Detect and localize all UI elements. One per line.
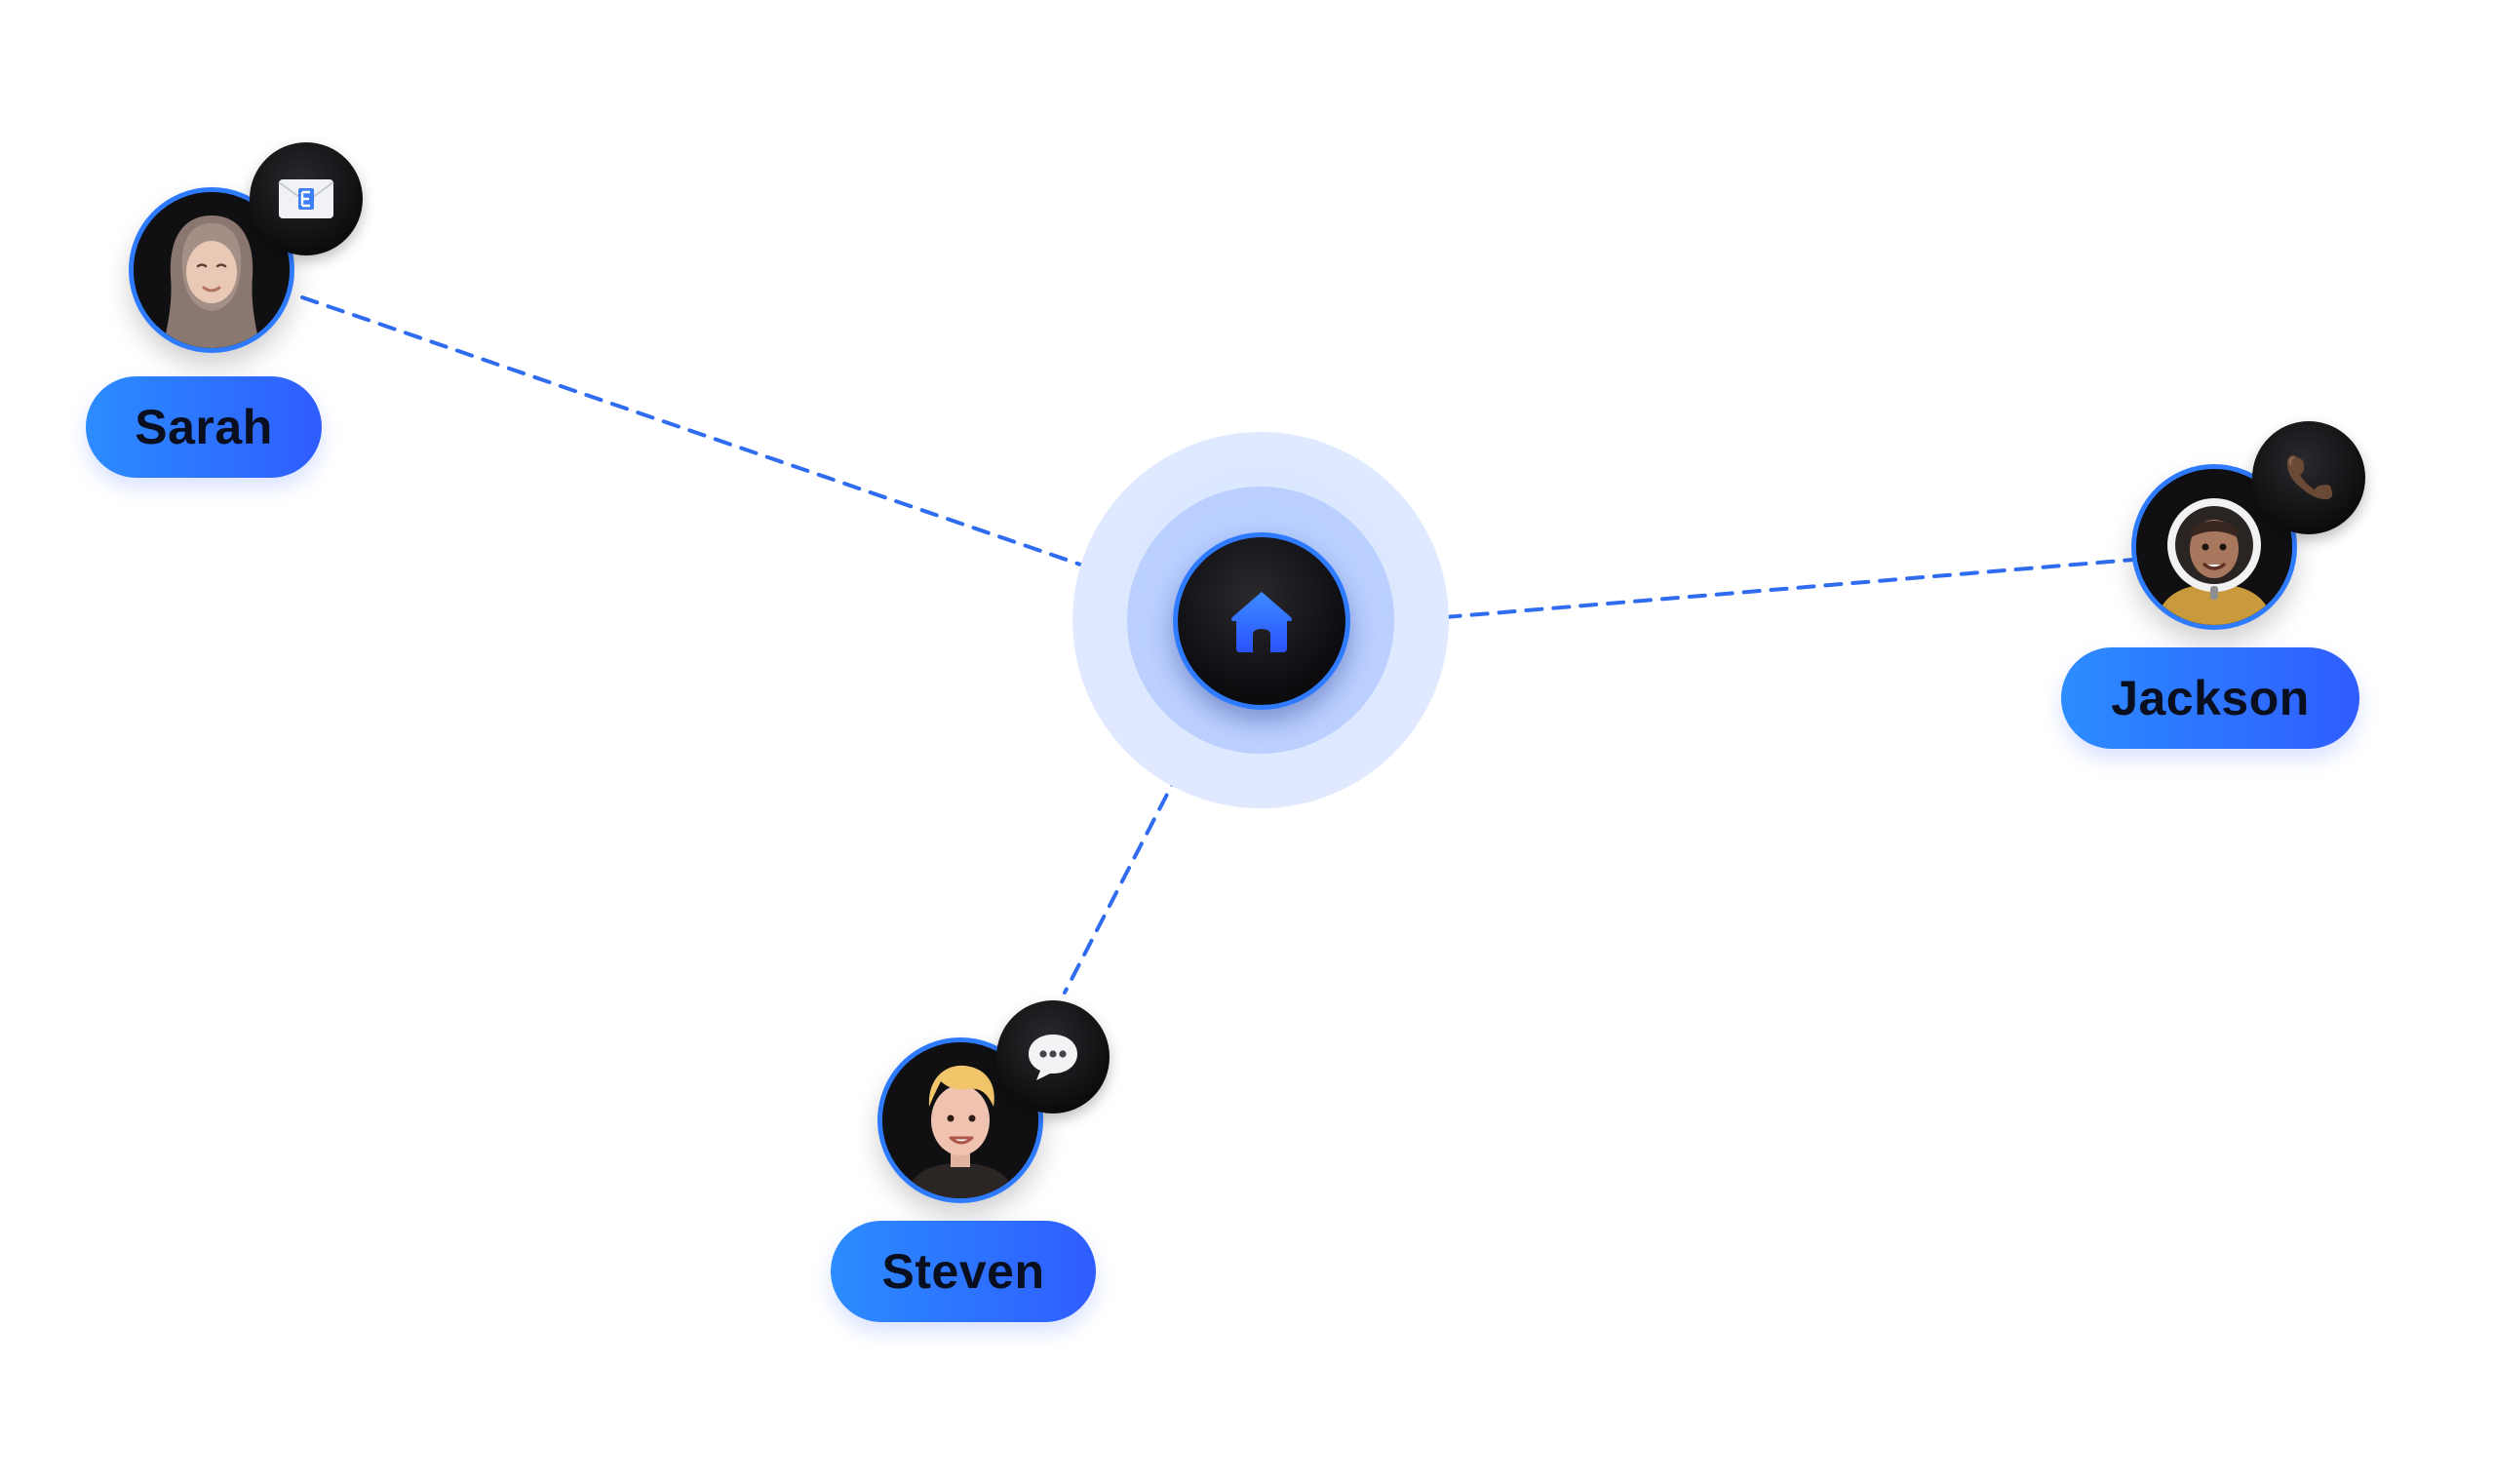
person-sarah[interactable]: Sarah — [86, 142, 378, 478]
name-text-steven: Steven — [881, 1244, 1045, 1299]
sarah-channel-badge[interactable] — [250, 142, 363, 255]
avatar-sarah[interactable] — [129, 187, 294, 353]
person-steven[interactable]: Steven — [831, 1000, 1143, 1332]
home-hub — [1072, 432, 1449, 808]
name-text-jackson: Jackson — [2111, 671, 2310, 725]
steven-channel-badge[interactable] — [996, 1000, 1110, 1113]
connector-jackson — [1361, 558, 2135, 626]
name-label-steven: Steven — [831, 1221, 1096, 1322]
name-label-jackson: Jackson — [2061, 647, 2359, 749]
envelope-icon — [278, 179, 334, 218]
name-label-sarah: Sarah — [86, 376, 322, 478]
jackson-channel-badge[interactable] — [2252, 421, 2365, 534]
name-text-sarah: Sarah — [135, 400, 273, 454]
chat-bubble-icon — [1029, 1035, 1077, 1080]
home-icon — [1231, 592, 1292, 652]
person-jackson[interactable]: Jackson — [2061, 421, 2393, 753]
phone-icon — [2286, 455, 2333, 500]
hub-core[interactable] — [1173, 532, 1350, 710]
connector-sarah — [300, 295, 1188, 603]
